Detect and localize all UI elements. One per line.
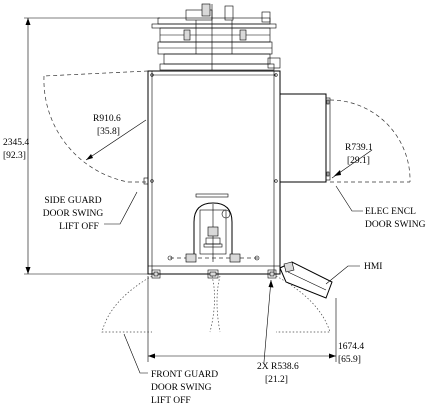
lower-mechanism — [167, 193, 260, 263]
top-mechanism — [151, 3, 281, 71]
machine-base — [147, 265, 281, 279]
hmi-callout: HMI — [325, 262, 382, 285]
front-guard-radius: 2X R538.6 [21.2] — [257, 279, 299, 385]
hmi-panel — [279, 261, 333, 299]
height-mm-text: 2345.4 — [3, 138, 29, 148]
width-dimension: 1674.4 [65.9] — [147, 276, 364, 365]
elec-encl-line-1: ELEC ENCL — [365, 207, 416, 217]
height-dimension: 2345.4 [92.3] — [3, 17, 160, 275]
front-guard-line-2: DOOR SWING — [151, 383, 212, 393]
hmi-label: HMI — [364, 262, 382, 272]
side-radius-mm-text: R910.6 — [93, 114, 121, 124]
elec-encl-callout: ELEC ENCL DOOR SWING — [335, 185, 426, 230]
front-radius-in-text: [21.2] — [265, 375, 288, 385]
machine-frame — [143, 70, 281, 275]
side-guard-callout: SIDE GUARD DOOR SWING LIFT OFF — [43, 191, 138, 232]
side-guard-line-3: LIFT OFF — [59, 222, 99, 232]
elec-radius-mm-text: R739.1 — [345, 143, 373, 153]
electrical-enclosure — [279, 93, 331, 183]
front-guard-line-1: FRONT GUARD — [151, 370, 218, 380]
door-swing-arcs — [43, 70, 411, 333]
elec-radius-in-text: [29.1] — [347, 156, 370, 166]
side-guard-line-1: SIDE GUARD — [44, 196, 101, 206]
side-radius-in-text: [35.8] — [97, 127, 120, 137]
height-in-text: [92.3] — [3, 151, 26, 161]
width-mm-text: 1674.4 — [338, 342, 364, 352]
elec-encl-radius: R739.1 [29.1] — [331, 143, 373, 179]
front-radius-mm-text: 2X R538.6 — [257, 362, 299, 372]
side-guard-line-2: DOOR SWING — [43, 209, 104, 219]
width-in-text: [65.9] — [338, 355, 361, 365]
front-guard-line-3: LIFT OFF — [151, 396, 191, 406]
side-guard-radius: R910.6 [35.8] — [85, 114, 147, 161]
front-guard-callout: FRONT GUARD DOOR SWING LIFT OFF — [123, 333, 218, 406]
elec-encl-line-2: DOOR SWING — [365, 220, 426, 230]
